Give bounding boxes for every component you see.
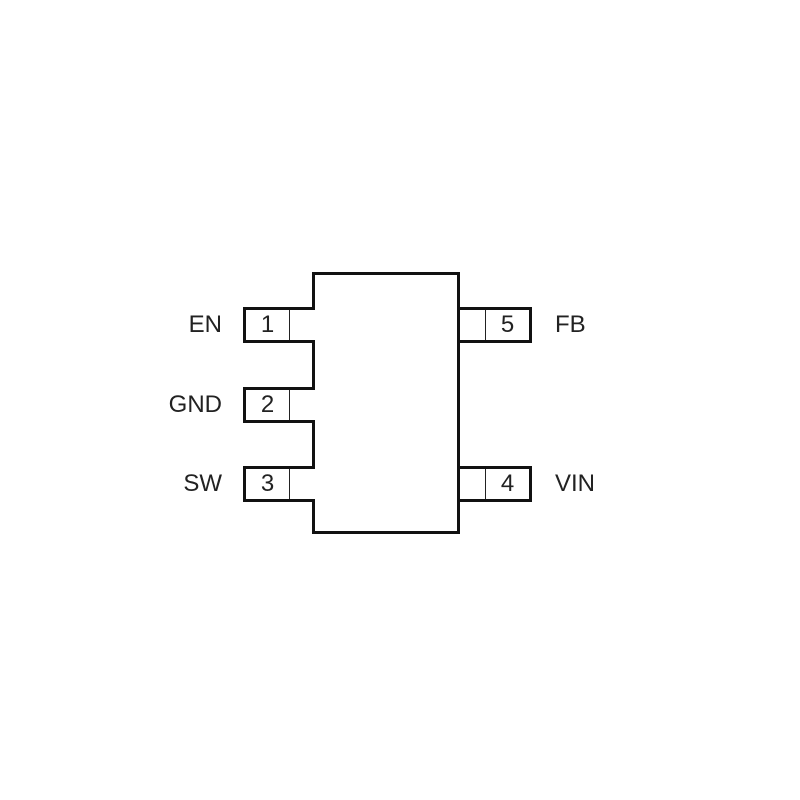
ic-package-body	[312, 272, 460, 534]
pin-1: 1	[243, 307, 315, 343]
pin-number: 5	[485, 310, 529, 340]
pin-label-en: EN	[188, 311, 222, 338]
pin-number: 4	[485, 469, 529, 499]
pin-number: 1	[246, 310, 290, 340]
pin-lead	[290, 310, 315, 340]
pin-number: 2	[246, 390, 290, 420]
pin-2: 2	[243, 387, 315, 423]
pin-lead	[460, 310, 485, 340]
pin-label-vin: VIN	[555, 470, 596, 497]
pin-label-sw: SW	[183, 470, 222, 497]
pin-4: 4	[460, 466, 532, 502]
pin-lead	[290, 469, 315, 499]
pin-lead	[290, 390, 315, 420]
pin-number: 3	[246, 469, 290, 499]
pin-label-gnd: GND	[168, 391, 222, 418]
pin-label-fb: FB	[555, 311, 586, 338]
pin-lead	[460, 469, 485, 499]
pin-5: 5	[460, 307, 532, 343]
pin-3: 3	[243, 466, 315, 502]
